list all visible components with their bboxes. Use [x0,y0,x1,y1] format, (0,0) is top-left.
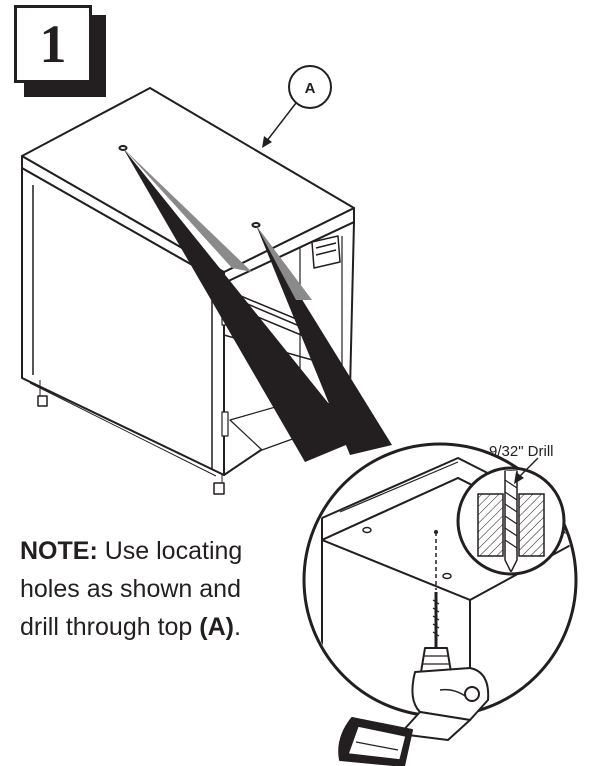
drill-bit-icon [504,470,518,572]
step-number: 1 [39,14,67,74]
note-line-1: NOTE: Use locating [20,532,320,570]
sight-beams [123,148,392,462]
drill-bit-detail: 9/32" Drill [456,443,566,576]
note-part-ref: (A) [199,613,234,641]
hinge-lower [221,411,229,437]
callout-letter: A [305,80,316,97]
note-text-3: drill through top [20,613,200,641]
assembly-note: NOTE: Use locating holes as shown and dr… [20,532,320,646]
step-badge: 1 [14,5,92,83]
note-period: . [234,613,241,641]
drill-icon [338,592,490,766]
drawer-slide-right [311,235,341,269]
foot-front [213,482,225,495]
part-callout-a: A [262,65,332,148]
drill-size-label: 9/32" Drill [489,443,554,460]
note-line-2: holes as shown and [20,575,241,603]
cabinet-top-panel [21,87,355,273]
note-heading: NOTE: [20,537,98,565]
foot-left [37,395,48,407]
note-text-1: Use locating [97,537,243,565]
note-line-3: drill through top (A). [20,608,320,646]
